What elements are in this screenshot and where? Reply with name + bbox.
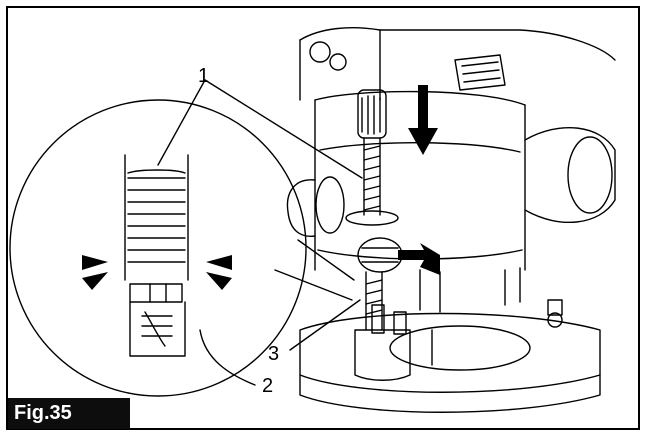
callout-2: 2 <box>262 375 273 397</box>
callout-3: 3 <box>268 343 279 365</box>
flush-indicator-marks-icon <box>82 255 232 290</box>
stopper-assembly <box>345 89 411 381</box>
callout-1: 1 <box>198 65 209 87</box>
router-body <box>286 26 616 413</box>
leader-lines <box>157 79 363 386</box>
magnified-detail <box>9 99 355 397</box>
figure-frame <box>6 6 640 430</box>
figure-label: Fig.35 <box>8 398 130 429</box>
push-down-arrow-icon <box>408 85 438 155</box>
push-in-arrow-icon <box>398 243 440 275</box>
